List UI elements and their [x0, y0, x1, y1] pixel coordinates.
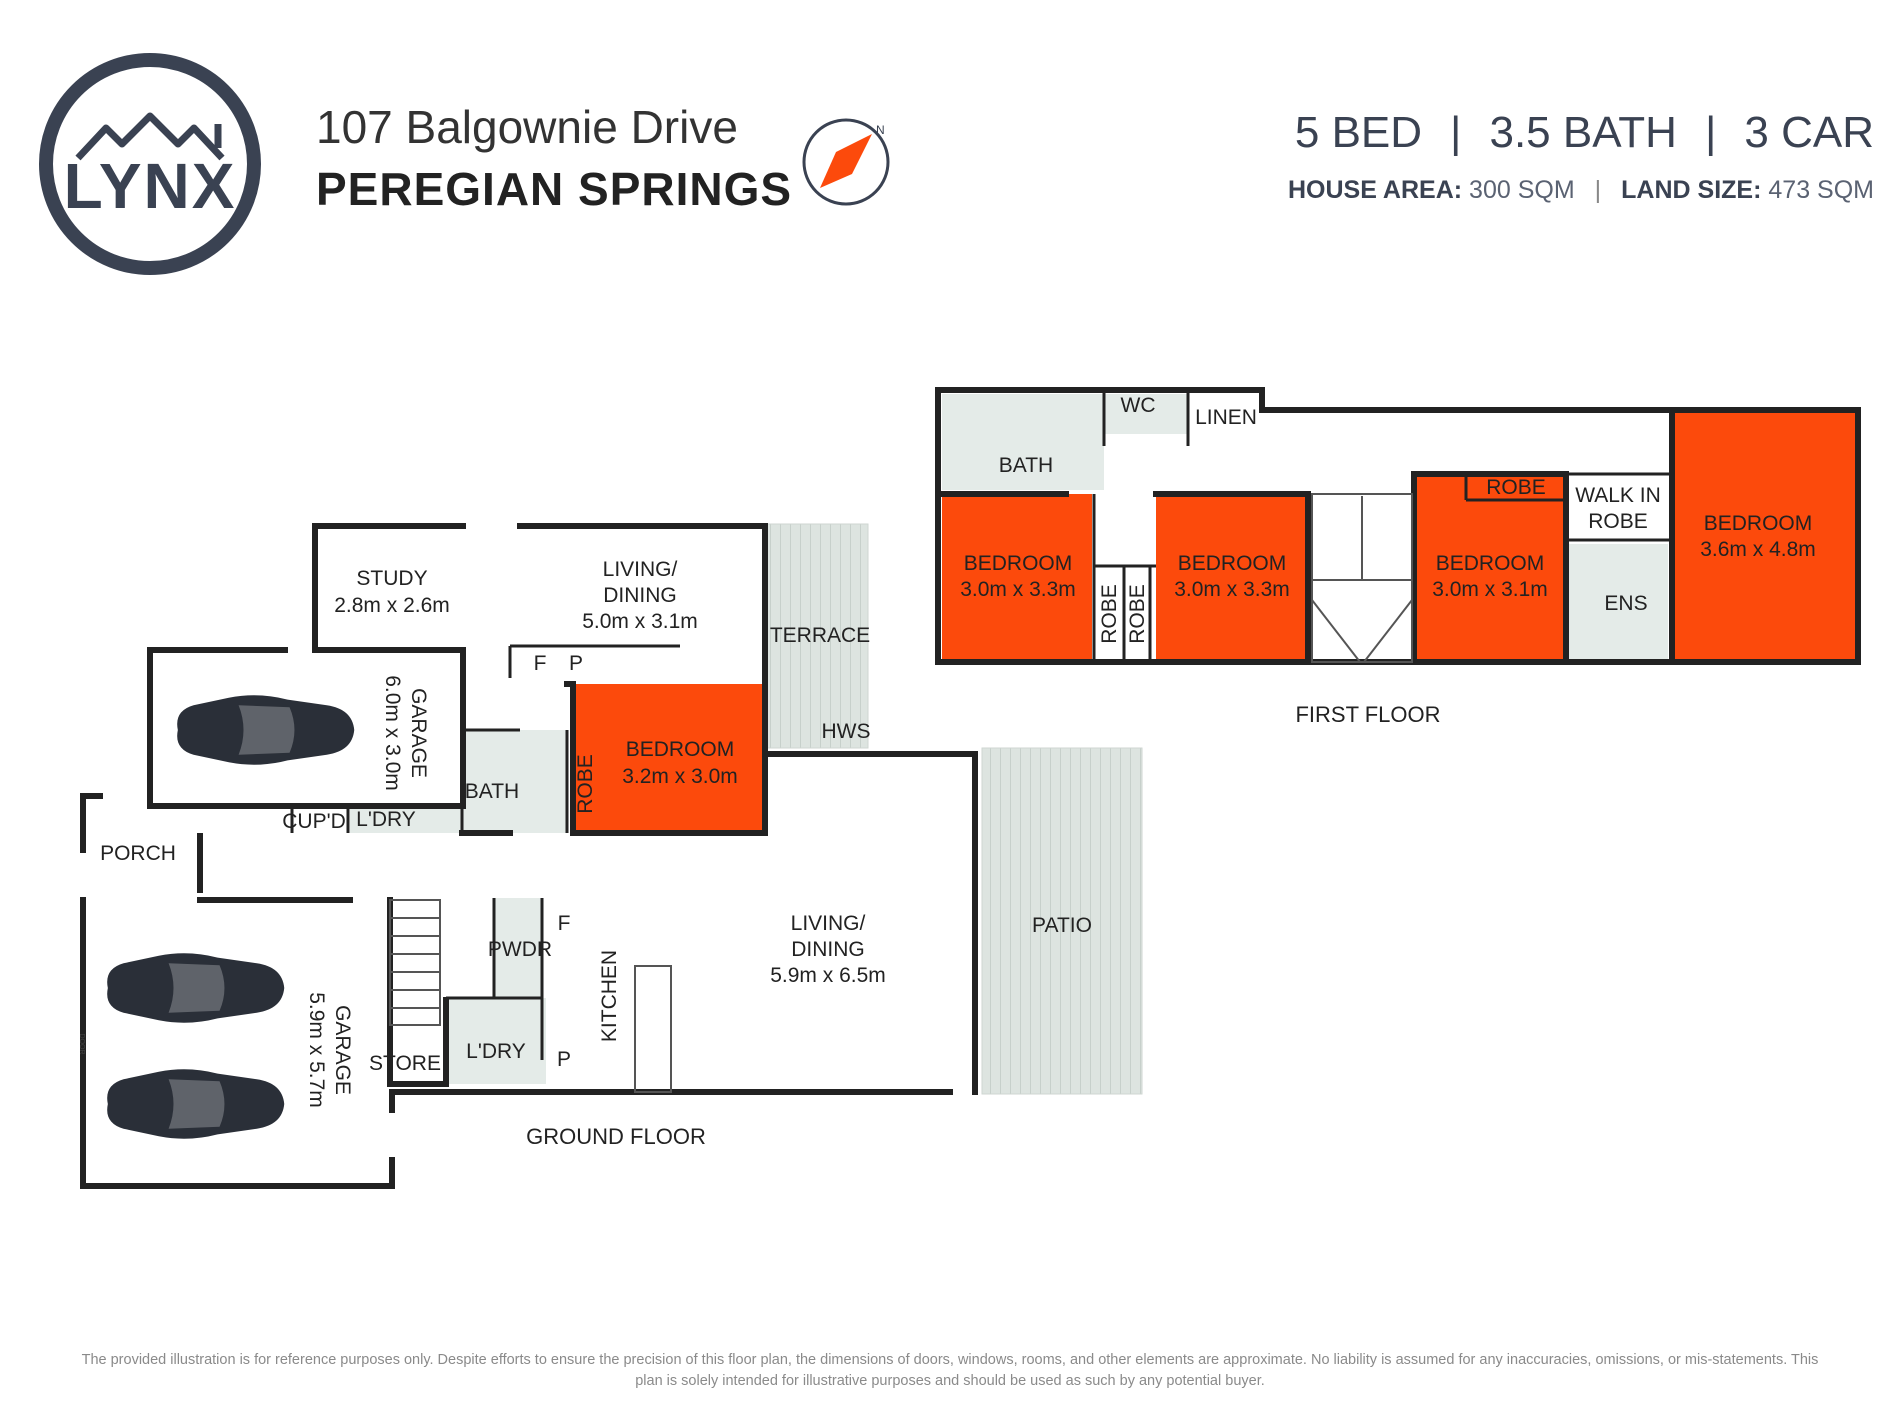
living-upper-dims: 5.0m x 3.1m	[582, 610, 698, 633]
ff-bedroom4-dims: 3.0m x 3.1m	[1432, 578, 1548, 601]
ff-bedroom-master-label: BEDROOM	[1704, 512, 1813, 535]
living-main-dims: 5.9m x 6.5m	[770, 964, 886, 987]
bed-count: 5 BED	[1294, 108, 1423, 157]
garage-door-tag: DOOR	[78, 1034, 85, 1055]
roof-icon	[75, 112, 225, 161]
property-stats: 5 BED|3.5 BATH|3 CAR	[1294, 108, 1874, 157]
bath-ground-label: BATH	[465, 780, 519, 803]
ground-partitions	[290, 644, 680, 1060]
ff-stairs	[1311, 493, 1413, 663]
first-floor: BATH WC LINEN BEDROOM 3.0m x 3.3m ROBE R…	[935, 387, 1861, 727]
bedroom-ground	[573, 684, 765, 833]
store-label: STORE	[369, 1052, 441, 1075]
fridge-upper-label: F	[534, 652, 547, 675]
robe-ground-label: ROBE	[574, 754, 597, 814]
patio-deck	[981, 747, 1143, 1095]
address-street: 107 Balgownie Drive	[316, 101, 738, 153]
living-main-label-1: LIVING/	[791, 912, 866, 935]
ff-linen-label: LINEN	[1195, 406, 1257, 429]
house-area-value: 300 SQM	[1469, 176, 1575, 204]
ff-bath-floor	[942, 394, 1104, 490]
ff-ens-floor	[1566, 544, 1668, 662]
ground-stairs	[389, 899, 441, 1026]
ff-robe-top-label: ROBE	[1486, 476, 1546, 499]
bedroom-ground-dims: 3.2m x 3.0m	[622, 765, 738, 788]
study-dims: 2.8m x 2.6m	[334, 594, 450, 617]
garage-single-label: GARAGE	[407, 688, 430, 778]
fridge-lower-label: F	[558, 912, 571, 935]
ff-bedroom2-dims: 3.0m x 3.3m	[960, 578, 1076, 601]
ff-bedroom2	[942, 494, 1092, 662]
porch-label: PORCH	[100, 842, 176, 865]
terrace-label: TERRACE	[770, 624, 870, 647]
garage-single-dims: 6.0m x 3.0m	[381, 675, 404, 791]
living-upper-label-2: DINING	[603, 584, 677, 607]
car-count: 3 CAR	[1744, 108, 1874, 157]
laundry-lower-label: L'DRY	[466, 1040, 526, 1063]
ff-bedroom3	[1156, 494, 1308, 662]
terrace-deck	[764, 523, 869, 749]
laundry-upper-floor	[350, 806, 462, 833]
car-icon-double-garage-a	[107, 953, 285, 1023]
hws-label: HWS	[822, 720, 871, 743]
ground-walls	[80, 523, 978, 1189]
bath-floor	[462, 730, 567, 833]
ff-bedroom4	[1414, 474, 1566, 662]
ff-robe-a-label: ROBE	[1098, 584, 1121, 644]
garage-double-dims: 5.9m x 5.7m	[305, 992, 328, 1108]
bedroom-ground-label: BEDROOM	[626, 738, 735, 761]
laundry-upper-label: L'DRY	[356, 808, 416, 831]
first-floor-partitions	[1092, 390, 1672, 662]
pwdr-floor	[494, 898, 542, 998]
pantry-upper-label: P	[569, 652, 583, 675]
kitchen-island	[634, 965, 672, 1093]
property-areas: HOUSE AREA: 300 SQM|LAND SIZE: 473 SQM	[1288, 176, 1874, 204]
ff-walk-in-robe-label-2: ROBE	[1588, 510, 1648, 533]
lynx-logo: LYNX	[39, 53, 261, 275]
pwdr-label: PWDR	[488, 938, 552, 961]
compass-icon: N	[802, 118, 890, 206]
ff-bedroom4-label: BEDROOM	[1436, 552, 1545, 575]
ff-bedroom2-label: BEDROOM	[964, 552, 1073, 575]
ff-bedroom-master	[1672, 412, 1858, 662]
ff-bath-label: BATH	[999, 454, 1053, 477]
living-main-label-2: DINING	[791, 938, 865, 961]
patio-label: PATIO	[1032, 914, 1092, 937]
ff-wc-floor	[1104, 394, 1188, 434]
living-upper-label-1: LIVING/	[603, 558, 678, 581]
ff-bedroom-master-dims: 3.6m x 4.8m	[1700, 538, 1816, 561]
land-size-label: LAND SIZE:	[1621, 176, 1762, 204]
land-size-value: 473 SQM	[1768, 176, 1874, 204]
pantry-lower-label: P	[557, 1048, 571, 1071]
ground-floor-label: GROUND FLOOR	[526, 1124, 706, 1149]
disclaimer-line-2: plan is solely intended for illustrative…	[635, 1373, 1265, 1389]
ff-wc-label: WC	[1121, 394, 1156, 417]
ff-walk-in-robe-label-1: WALK IN	[1575, 484, 1661, 507]
first-floor-label: FIRST FLOOR	[1295, 702, 1440, 727]
logo-text: LYNX	[64, 150, 237, 222]
svg-text:N: N	[876, 123, 885, 137]
first-floor-walls	[935, 387, 1861, 665]
car-icon-single-garage	[177, 695, 355, 765]
disclaimer: The provided illustration is for referen…	[20, 1350, 1880, 1392]
bath-count: 3.5 BATH	[1489, 108, 1677, 157]
garage-double-label: GARAGE	[331, 1005, 354, 1095]
study-label: STUDY	[356, 567, 427, 590]
ff-bedroom3-dims: 3.0m x 3.3m	[1174, 578, 1290, 601]
ground-floor: STUDY 2.8m x 2.6m LIVING/ DINING 5.0m x …	[78, 523, 1143, 1189]
kitchen-label: KITCHEN	[598, 950, 621, 1042]
laundry-lower-floor	[446, 998, 546, 1084]
disclaimer-line-1: The provided illustration is for referen…	[81, 1352, 1819, 1368]
ff-robe-b-label: ROBE	[1126, 584, 1149, 644]
car-icon-double-garage-b	[107, 1069, 285, 1139]
ff-ens-label: ENS	[1604, 592, 1647, 615]
house-area-label: HOUSE AREA:	[1288, 176, 1463, 204]
address-suburb: PEREGIAN SPRINGS	[316, 163, 793, 215]
cupd-label: CUP'D	[282, 810, 346, 833]
ff-bedroom3-label: BEDROOM	[1178, 552, 1287, 575]
